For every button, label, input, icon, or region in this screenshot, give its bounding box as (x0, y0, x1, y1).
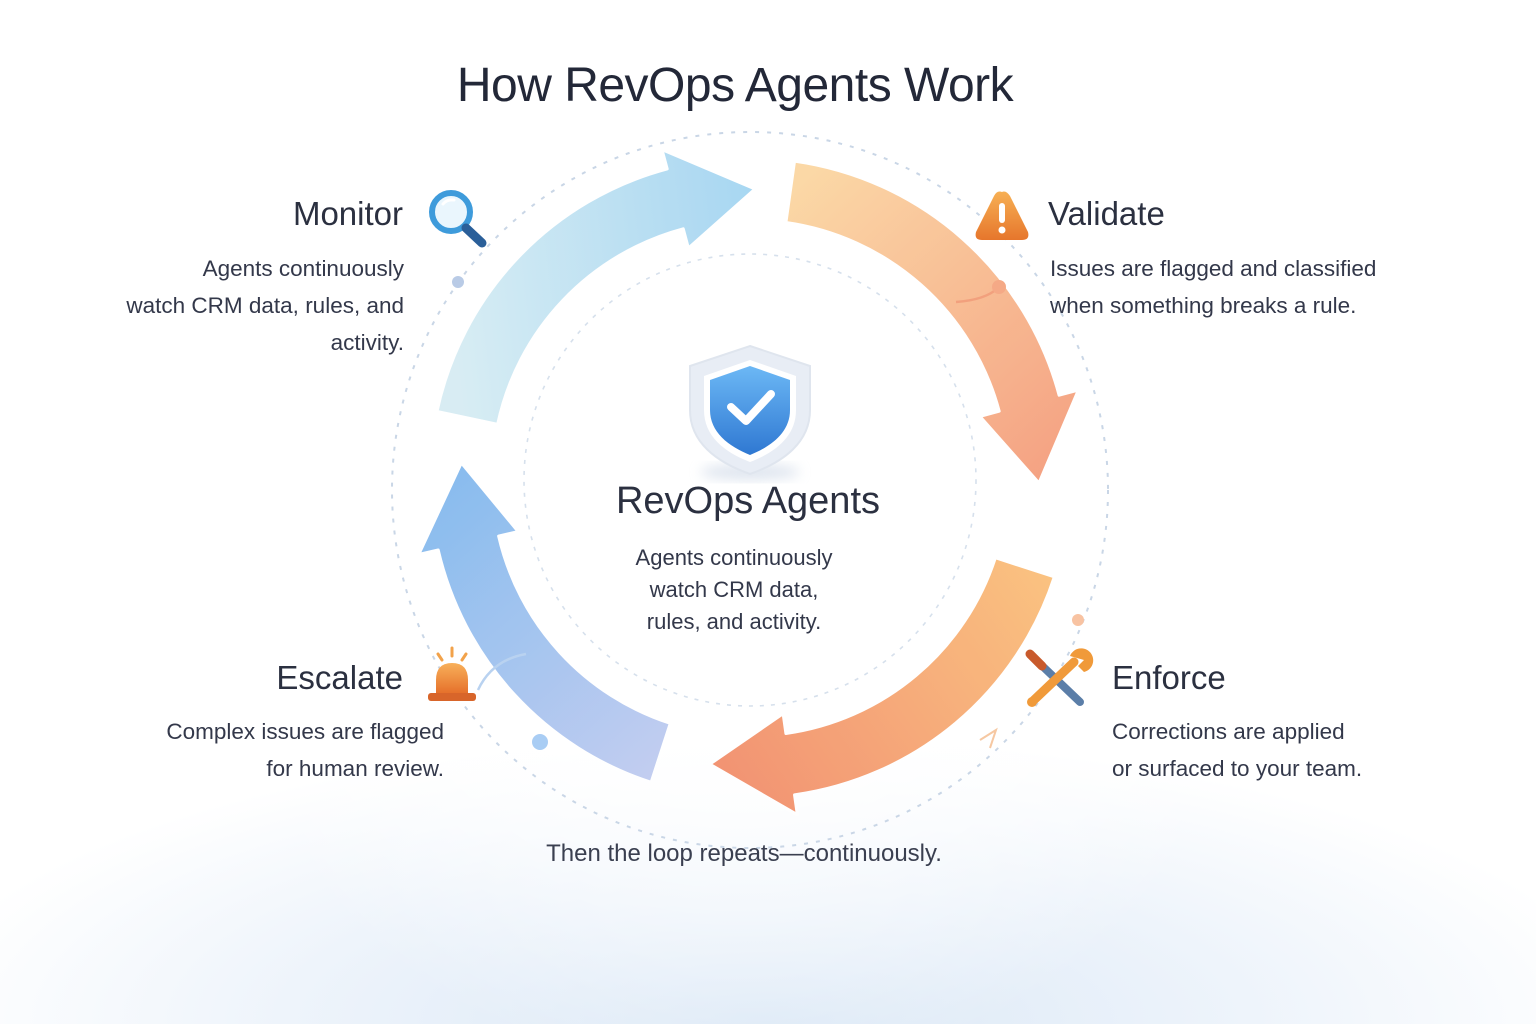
page-title: How RevOps Agents Work (456, 59, 1014, 112)
arrow-escalate-to-monitor (417, 461, 672, 784)
center-description-line: rules, and activity. (646, 609, 822, 634)
stage-escalate-line: Complex issues are flagged (166, 719, 444, 744)
warning-triangle-icon (975, 191, 1029, 240)
stage-enforce-description: Corrections are applied or surfaced to y… (1112, 713, 1492, 787)
connector-arrowhead (979, 727, 998, 749)
alarm-bell-icon (428, 646, 476, 701)
stage-escalate-description: Complex issues are flagged for human rev… (100, 713, 444, 787)
inner-dashed-ring (523, 253, 977, 707)
magnifier-icon (429, 190, 487, 248)
stage-monitor-title: Monitor (292, 195, 403, 232)
connector-dot-enforce (1072, 614, 1084, 626)
stage-enforce-line: Corrections are applied (1112, 719, 1345, 744)
connector-dot-monitor (452, 276, 464, 288)
cycle-arrows (417, 148, 1080, 817)
center-title: RevOps Agents (615, 480, 881, 522)
stage-validate-line: when something breaks a rule. (1050, 293, 1357, 318)
shield-check-icon (689, 344, 811, 480)
stage-validate-line: Issues are flagged and classified (1050, 256, 1377, 281)
connector-escalate (476, 652, 527, 691)
arrow-enforce-to-escalate (708, 556, 1056, 817)
connector-dot-validate (992, 280, 1006, 294)
stage-enforce-line: or surfaced to your team. (1112, 756, 1363, 781)
outer-dashed-ring (391, 131, 1109, 849)
stage-escalate-title: Escalate (276, 659, 403, 696)
wrench-screwdriver-icon (1025, 648, 1094, 707)
stage-monitor-line: activity. (330, 330, 404, 355)
stage-enforce-title: Enforce (1112, 659, 1226, 696)
center-description: Agents continuously watch CRM data, rule… (584, 542, 884, 638)
stage-validate-description: Issues are flagged and classified when s… (1050, 250, 1490, 324)
connector-dot-escalate (532, 734, 548, 750)
loop-footer-text: Then the loop repeats—continuously. (546, 840, 942, 867)
stage-escalate-line: for human review. (266, 756, 444, 781)
center-description-line: watch CRM data, (649, 577, 819, 602)
center-description-line: Agents continuously (635, 545, 833, 570)
stage-validate-title: Validate (1048, 195, 1165, 232)
stage-monitor-description: Agents continuously watch CRM data, rule… (60, 250, 404, 361)
stage-monitor-line: watch CRM data, rules, and (126, 293, 404, 318)
arrow-monitor-to-validate (435, 148, 757, 426)
arrow-validate-to-enforce (784, 159, 1080, 485)
stage-monitor-line: Agents continuously (202, 256, 404, 281)
